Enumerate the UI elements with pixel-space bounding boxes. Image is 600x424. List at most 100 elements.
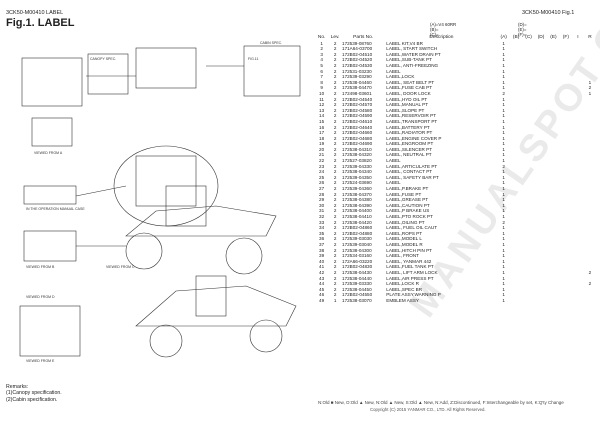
table-cell: 11 — [319, 96, 324, 102]
table-cell: 2 — [333, 258, 337, 264]
table-cell: 15 — [319, 118, 325, 124]
table-cell: 44 — [319, 281, 325, 287]
table-cell: LABEL,OILING PT — [386, 219, 425, 225]
table-cell: LABEL,AIR PRESS PT — [386, 275, 434, 281]
table-cell: 2 — [333, 102, 337, 108]
table-cell: 8 — [320, 79, 323, 85]
table-cell: 41 — [319, 264, 325, 270]
table-cell: 2 — [333, 124, 337, 130]
table-cell: 172539-03040 — [342, 241, 372, 247]
table-cell: 2 — [333, 219, 337, 225]
table-cell: 35 — [319, 230, 325, 236]
table-cell: LABEL,BATTERY PT — [386, 124, 430, 130]
col-a: (A) — [500, 35, 507, 40]
table-cell: LABEL,MODEL R — [386, 241, 423, 247]
table-cell: 2 — [333, 68, 337, 74]
table-cell: 172539-04360 — [342, 186, 372, 192]
table-cell: 2 — [333, 130, 337, 136]
table-cell: LABEL,ENGINE COVER P — [386, 135, 442, 141]
table-cell: 3 — [320, 51, 323, 57]
variant-codes-right: (D)= (E)= (F)= — [518, 22, 527, 37]
table-cell: 1 — [502, 230, 505, 236]
table-cell: 1 — [502, 180, 505, 186]
table-cell: 23 — [319, 163, 325, 169]
table-cell: 172534-03160 — [342, 253, 372, 259]
table-cell: 172531-03230 — [342, 68, 372, 74]
table-cell: 1 — [502, 275, 505, 281]
table-cell: 1 — [502, 141, 505, 147]
left-header-code: 3CK50-M00410 LABEL — [6, 10, 64, 16]
figure-title: Fig.1. LABEL — [6, 17, 75, 29]
table-cell: 172538-04380 — [342, 197, 372, 203]
table-cell: 2 — [333, 158, 337, 164]
table-cell: 1 — [502, 208, 505, 214]
table-cell: LABEL,P BRAKE US — [386, 208, 430, 214]
table-cell: 2 — [333, 269, 337, 275]
table-cell: PLATE ASSY,WARNING P — [386, 292, 441, 298]
viewed-from-b-label: VIEWED FROM B — [26, 265, 55, 269]
table-cell: EMBLEM ASSY — [386, 297, 419, 303]
table-cell: LABEL,MANUAL PT — [386, 102, 428, 108]
table-cell: 43 — [319, 275, 325, 281]
table-cell: 172538-04320 — [342, 152, 372, 158]
table-cell: 2 — [333, 208, 337, 214]
table-cell: 2 — [333, 85, 337, 91]
table-cell: LABEL,P.BRAKE PT — [386, 186, 429, 192]
table-cell: 2 — [333, 46, 337, 52]
table-cell: 1 — [333, 297, 337, 303]
table-cell: 2 — [333, 191, 337, 197]
table-cell: 37 — [319, 241, 325, 247]
table-cell: 31 — [319, 208, 325, 214]
table-cell: 27 — [319, 186, 325, 192]
table-cell: 172B02-04580 — [342, 107, 373, 113]
table-cell: 172539-04330 — [342, 163, 372, 169]
table-cell: 2 — [333, 163, 337, 169]
table-cell: 172538-04460 — [342, 79, 372, 85]
table-cell: 22 — [319, 158, 325, 164]
table-cell: LABEL, SAFETY BAR PT — [386, 174, 439, 180]
remarks: Remarks: (1)Canopy specification. (2)Cab… — [6, 384, 62, 403]
variant-f: (F)= — [518, 32, 527, 37]
table-cell: 172539-03330 — [342, 281, 372, 287]
variant-b: (B)= — [430, 27, 439, 32]
table-cell: 1 — [502, 186, 505, 192]
table-cell: 21 — [319, 152, 325, 158]
table-cell: 1 — [502, 169, 505, 175]
table-cell: LABEL,LOCK — [386, 74, 415, 80]
table-cell — [584, 298, 596, 304]
table-cell: 172527-03820 — [342, 158, 372, 164]
table-cell: 4 — [320, 57, 323, 63]
table-cell: 45 — [319, 286, 325, 292]
table-cell: LABEL, SEAT BELT PT — [386, 79, 435, 85]
table-cell: LABEL,ARTICULATE PT — [386, 163, 438, 169]
table-cell: 2 — [333, 51, 337, 57]
table-cell: 1 — [588, 79, 592, 85]
table-cell: 172B02-04550 — [342, 292, 373, 298]
table-cell: LABEL — [386, 158, 401, 164]
variant-c: (C)= — [430, 32, 439, 37]
table-cell — [572, 298, 584, 304]
right-header-code: 3CK50-M00410 Fig.1 — [522, 10, 575, 16]
table-cell: 1 — [502, 191, 505, 197]
table-cell: LABEL, LIFT ARM LOCK — [386, 269, 438, 275]
table-cell: 1 — [502, 281, 505, 287]
